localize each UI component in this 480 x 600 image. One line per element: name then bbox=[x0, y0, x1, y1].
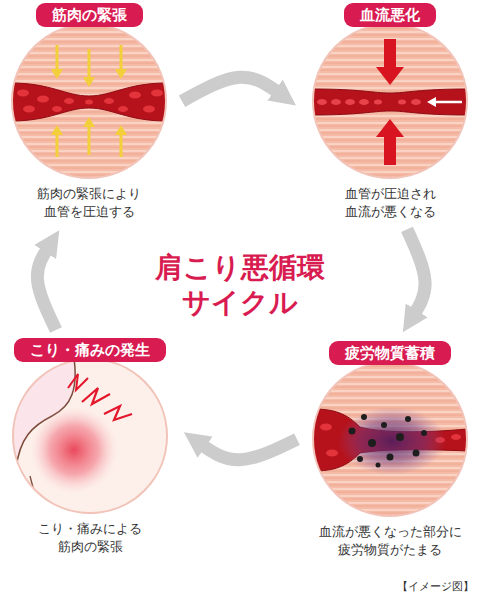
stage-description: こり・痛みによる 筋肉の緊張 bbox=[5, 520, 175, 556]
stage-circle bbox=[12, 358, 168, 514]
tension-illustration-part bbox=[115, 69, 127, 79]
image-note: 【イメージ図】 bbox=[397, 579, 474, 594]
stage-heading: 血流悪化 bbox=[344, 3, 436, 27]
tension-illustration-part bbox=[64, 98, 74, 104]
poor-flow-illustration-part bbox=[312, 23, 468, 179]
poor-flow-illustration-part bbox=[427, 97, 436, 107]
cycle-stage: 筋肉の緊張 筋肉 bbox=[4, 3, 174, 221]
shoulder-pain-illustration-part bbox=[68, 374, 88, 390]
tension-illustration-part bbox=[11, 83, 167, 121]
tension-illustration-part bbox=[120, 45, 123, 69]
stage-description: 血流が悪くなった部分に 疲労物質がたまる bbox=[305, 523, 475, 559]
poor-flow-illustration-part bbox=[376, 119, 404, 137]
poor-flow-illustration-part bbox=[411, 99, 421, 105]
shoulder-pain-illustration-part bbox=[12, 358, 168, 514]
cycle-stage: 血流悪化 血管が圧迫され 血流が悪くなる bbox=[305, 3, 475, 221]
tension-illustration-part bbox=[88, 127, 91, 155]
fatigue-buildup-illustration-part bbox=[413, 450, 420, 457]
tension-illustration-part bbox=[56, 45, 59, 69]
fatigue-buildup-illustration-part bbox=[451, 434, 461, 440]
stage-heading: こり・痛みの発生 bbox=[14, 338, 166, 362]
fatigue-buildup-illustration-part bbox=[405, 416, 411, 422]
fatigue-buildup-illustration-part bbox=[313, 362, 467, 516]
fatigue-buildup-illustration bbox=[312, 361, 468, 517]
tension-illustration-part bbox=[23, 106, 35, 113]
tension-illustration-part bbox=[17, 90, 29, 97]
tension-illustration-part bbox=[83, 117, 95, 127]
poor-flow-illustration-part bbox=[317, 99, 327, 105]
poor-flow-illustration-part bbox=[384, 39, 396, 67]
tension-illustration-part bbox=[88, 49, 91, 77]
poor-flow-illustration-part bbox=[398, 100, 406, 105]
poor-flow-illustration-part bbox=[312, 23, 468, 179]
poor-flow-illustration-part bbox=[331, 99, 341, 105]
tension-illustration-part bbox=[118, 106, 128, 112]
tension-illustration-part bbox=[37, 96, 49, 103]
tension-illustration-part bbox=[51, 69, 63, 79]
fatigue-buildup-illustration-part bbox=[421, 430, 427, 436]
shoulder-pain-illustration-part bbox=[82, 388, 110, 404]
tension-illustration-part bbox=[85, 100, 93, 105]
fatigue-buildup-illustration-part bbox=[320, 424, 332, 431]
cycle-arrow bbox=[199, 439, 297, 460]
fatigue-buildup-illustration-part bbox=[349, 428, 356, 435]
fatigue-buildup-illustration-part bbox=[387, 454, 394, 461]
tension-illustration-part bbox=[83, 77, 95, 87]
tension-illustration-part bbox=[143, 106, 155, 113]
shoulder-pain-illustration-part bbox=[12, 358, 168, 514]
poor-flow-illustration-part bbox=[374, 100, 382, 105]
cycle-arrow bbox=[182, 77, 281, 101]
cycle-title: 肩こり悪循環 サイクル bbox=[130, 250, 350, 320]
fatigue-buildup-illustration-part bbox=[326, 450, 338, 457]
stage-circle bbox=[312, 23, 468, 179]
fatigue-buildup-illustration-part bbox=[381, 422, 387, 428]
poor-flow-illustration-part bbox=[376, 67, 404, 85]
fatigue-buildup-illustration-part bbox=[312, 361, 468, 517]
stage-heading: 筋肉の緊張 bbox=[36, 3, 143, 27]
tension-illustration-part bbox=[12, 24, 166, 178]
fatigue-buildup-illustration-part bbox=[312, 361, 468, 517]
stage-circle bbox=[312, 361, 468, 517]
fatigue-buildup-illustration-part bbox=[357, 456, 363, 462]
tension-illustration-part bbox=[52, 106, 62, 112]
poor-flow-illustration-part bbox=[313, 24, 467, 178]
fatigue-buildup-illustration-part bbox=[376, 463, 381, 468]
cycle-arrow bbox=[37, 245, 56, 330]
tension-illustration-part bbox=[104, 98, 114, 104]
tension-illustration-part bbox=[11, 23, 167, 179]
stage-description: 筋肉の緊張により 血管を圧迫する bbox=[4, 185, 174, 221]
stage-heading: 疲労物質蓄積 bbox=[329, 341, 451, 365]
fatigue-buildup-illustration-part bbox=[368, 439, 376, 447]
fatigue-buildup-illustration-part bbox=[396, 433, 404, 441]
fatigue-buildup-illustration-part bbox=[338, 407, 446, 475]
tension-illustration-part bbox=[11, 23, 167, 179]
tension-illustration-part bbox=[129, 92, 141, 99]
poor-flow-illustration-part bbox=[384, 137, 396, 165]
tension-illustration-part bbox=[115, 125, 127, 135]
shoulder-pain-illustration-part bbox=[13, 359, 167, 513]
poor-flow-illustration-part bbox=[436, 101, 462, 104]
shoulder-pain-illustration-part bbox=[30, 406, 118, 494]
fatigue-buildup-illustration-part bbox=[361, 414, 367, 420]
tension-illustration-part bbox=[56, 135, 59, 157]
shoulder-pain-illustration bbox=[12, 358, 168, 514]
tension-illustration-part bbox=[151, 90, 163, 97]
stage-circle bbox=[11, 23, 167, 179]
poor-flow-illustration bbox=[312, 23, 468, 179]
tension-illustration bbox=[11, 23, 167, 179]
cycle-stage: こり・痛みの発生 こり・痛みによる 筋肉の緊張 bbox=[5, 338, 175, 556]
poor-flow-illustration-part bbox=[345, 99, 355, 105]
poor-flow-illustration-part bbox=[312, 89, 468, 115]
tension-illustration-part bbox=[51, 125, 63, 135]
tension-illustration-part bbox=[120, 135, 123, 157]
cycle-stage: 疲労物質蓄積 血流が悪くなった部分に 疲労物質がたまる bbox=[305, 341, 475, 559]
poor-flow-illustration-part bbox=[359, 99, 369, 105]
stage-description: 血管が圧迫され 血流が悪くなる bbox=[305, 185, 475, 221]
cycle-arrow bbox=[407, 229, 425, 317]
shoulder-pain-illustration-part bbox=[104, 406, 132, 420]
